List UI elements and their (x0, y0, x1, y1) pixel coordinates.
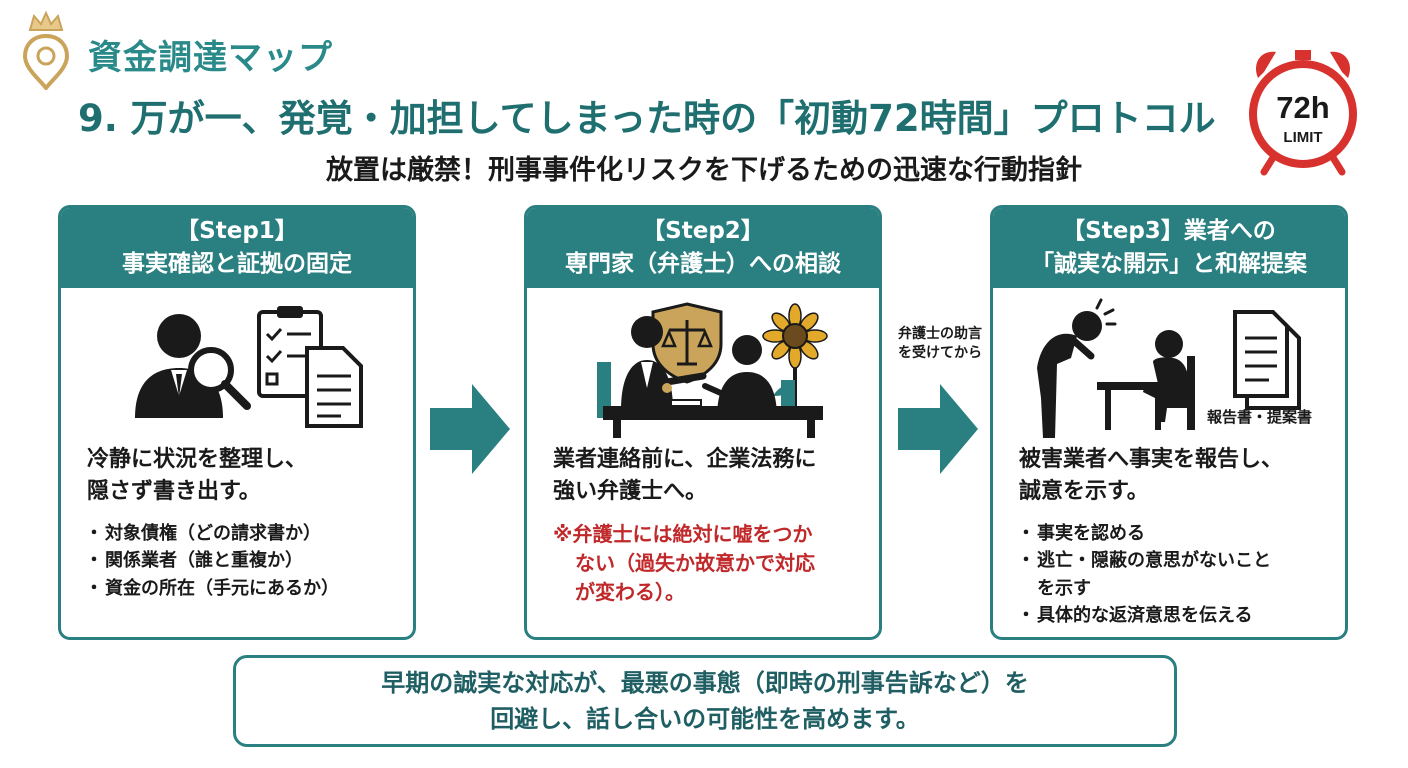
apology-meeting-icon (1037, 298, 1301, 438)
step3-bullets: 事実を認める 逃亡・隠蔽の意思がないこと を示す 具体的な返済意思を伝える (1017, 520, 1337, 630)
step1-main-line2: 隠さず書き出す。 (87, 478, 261, 504)
step2-main-text: 業者連絡前に、企業法務に 強い弁護士へ。 (553, 444, 869, 508)
page-title: 9. 万が一、発覚・加担してしまった時の「初動72時間」プロトコル (78, 97, 1216, 140)
step3-bullet: 具体的な返済意思を伝える (1017, 602, 1337, 630)
step1-card: 【Step1】 事実確認と証拠の固定 冷静に状況を整理し、 隠さず書き出す。 対… (58, 205, 416, 640)
step3-card: 【Step3】業者への 「誠実な開示」と和解提案 報告書・提案書 被害業者へ事実… (990, 205, 1348, 640)
summary-box: 早期の誠実な対応が、最悪の事態（即時の刑事告訴など）を 回避し、話し合いの可能性… (233, 655, 1177, 747)
step2-main-line2: 強い弁護士へ。 (553, 478, 708, 504)
step3-main-line1: 被害業者へ事実を報告し、 (1019, 447, 1284, 472)
connector-note-line2: を受けてから (898, 344, 982, 361)
step2-warning-line2: ない（過失か故意かで対応 (575, 551, 815, 575)
step1-main-line1: 冷静に状況を整理し、 (87, 447, 308, 472)
step1-bullets: 対象債権（どの請求書か） 関係業者（誰と重複か） 資金の所在（手元にあるか） (85, 520, 405, 603)
step3-main-text: 被害業者へ事実を報告し、 誠意を示す。 (1019, 444, 1335, 508)
step-arrow-1 (430, 384, 510, 474)
step2-warning-line1: ※弁護士には絶対に嘘をつか (553, 522, 813, 546)
step3-bullet: 事実を認める (1017, 520, 1337, 548)
step1-bullet: 対象債権（どの請求書か） (85, 520, 405, 548)
timer-value: 72h (1276, 90, 1329, 125)
step2-card: 【Step2】 専門家（弁護士）への相談 (524, 205, 882, 640)
alarm-clock-icon: 72h LIMIT (1249, 50, 1357, 176)
timer-label: LIMIT (1283, 129, 1322, 146)
brand-name: 資金調達マップ (88, 38, 333, 78)
step3-document-label: 報告書・提案書 (1207, 408, 1313, 426)
step2-main-line1: 業者連絡前に、企業法務に (553, 447, 817, 472)
connector-note: 弁護士の助言 を受けてから (885, 325, 995, 363)
step2-header: 【Step2】 専門家（弁護士）への相談 (527, 208, 879, 288)
summary-line2: 回避し、話し合いの可能性を高めます。 (490, 705, 920, 733)
step1-bullet: 資金の所在（手元にあるか） (85, 575, 405, 603)
step3-header-line2: 「誠実な開示」と和解提案 (1031, 251, 1307, 277)
investigator-magnifier-icon (135, 306, 363, 428)
step-arrow-2 (898, 384, 978, 474)
page-subtitle: 放置は厳禁！刑事事件化リスクを下げるための迅速な行動指針 (326, 155, 1082, 186)
step1-main-text: 冷静に状況を整理し、 隠さず書き出す。 (87, 444, 403, 508)
map-pin-crown-logo (22, 10, 70, 90)
step3-main-line2: 誠意を示す。 (1019, 478, 1149, 504)
step3-bullet-text: 逃亡・隠蔽の意思がないこと (1037, 550, 1271, 572)
step3-header-line1: 【Step3】業者への (1062, 217, 1276, 244)
step2-warning-line3: が変わる）。 (575, 580, 685, 604)
lawyer-consultation-icon (597, 302, 828, 438)
step2-header-line2: 専門家（弁護士）への相談 (565, 251, 841, 277)
step1-bullet: 関係業者（誰と重複か） (85, 547, 405, 575)
step2-header-line1: 【Step2】 (642, 217, 764, 244)
connector-note-line1: 弁護士の助言 (898, 326, 982, 342)
step1-header: 【Step1】 事実確認と証拠の固定 (61, 208, 413, 288)
step3-bullet-continuation: を示す (1037, 577, 1091, 599)
step3-header: 【Step3】業者への 「誠実な開示」と和解提案 (993, 208, 1345, 288)
step1-header-line1: 【Step1】 (176, 217, 298, 244)
summary-line1: 早期の誠実な対応が、最悪の事態（即時の刑事告訴など）を (381, 669, 1029, 697)
step1-header-line2: 事実確認と証拠の固定 (122, 251, 352, 277)
step2-warning: ※弁護士には絶対に嘘をつか ない（過失か故意かで対応 が変わる）。 (553, 520, 865, 607)
step3-bullet: 逃亡・隠蔽の意思がないこと を示す (1017, 547, 1337, 602)
